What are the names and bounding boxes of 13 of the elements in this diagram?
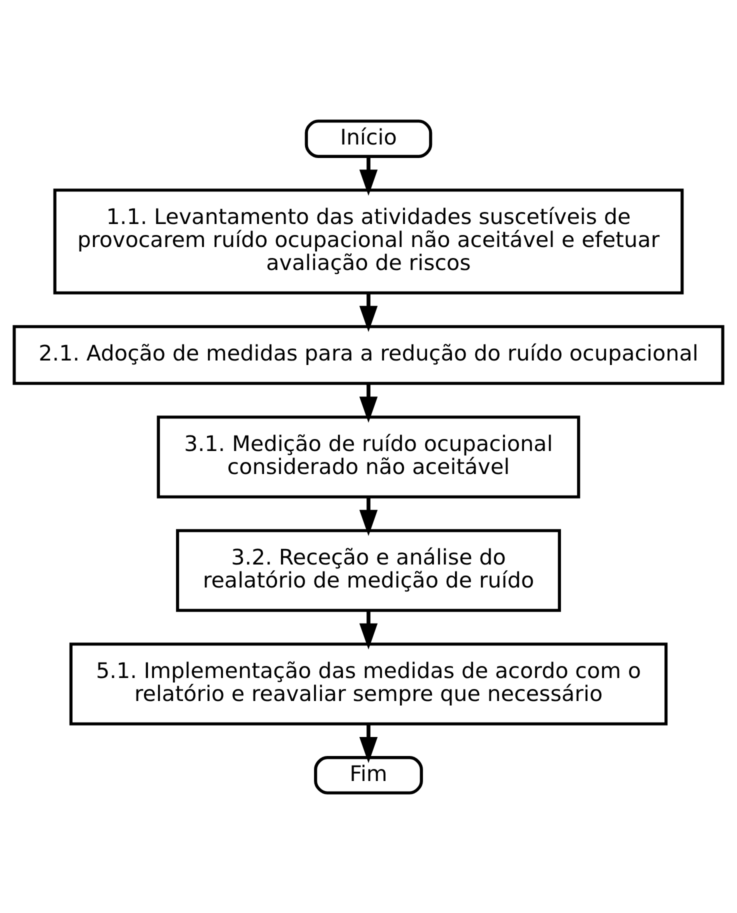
node-box: 2.1. Adoção de medidas para a redução do ruído ocupacional xyxy=(12,324,724,384)
arrow xyxy=(359,610,378,649)
arrow xyxy=(359,156,378,196)
node-box: 1.1. Levantamento das atividades suscetíveis de provocarem ruído ocupacional não aceitável e efetuar avaliação de riscos xyxy=(53,188,684,294)
arrow xyxy=(359,496,378,536)
node-box: 3.1. Medição de ruído ocupacional considerado não aceitável xyxy=(156,415,580,498)
arrow xyxy=(359,723,378,763)
node-box: 3.2. Receção e análise do realatório de medição de ruído xyxy=(176,528,561,612)
node-box: Fim xyxy=(314,756,423,794)
arrow xyxy=(359,383,378,422)
node-box: 5.1. Implementação das medidas de acordo com o relatório e reavaliar sempre que necessário xyxy=(69,642,668,725)
arrow xyxy=(359,292,378,332)
node-box: Início xyxy=(304,119,432,158)
